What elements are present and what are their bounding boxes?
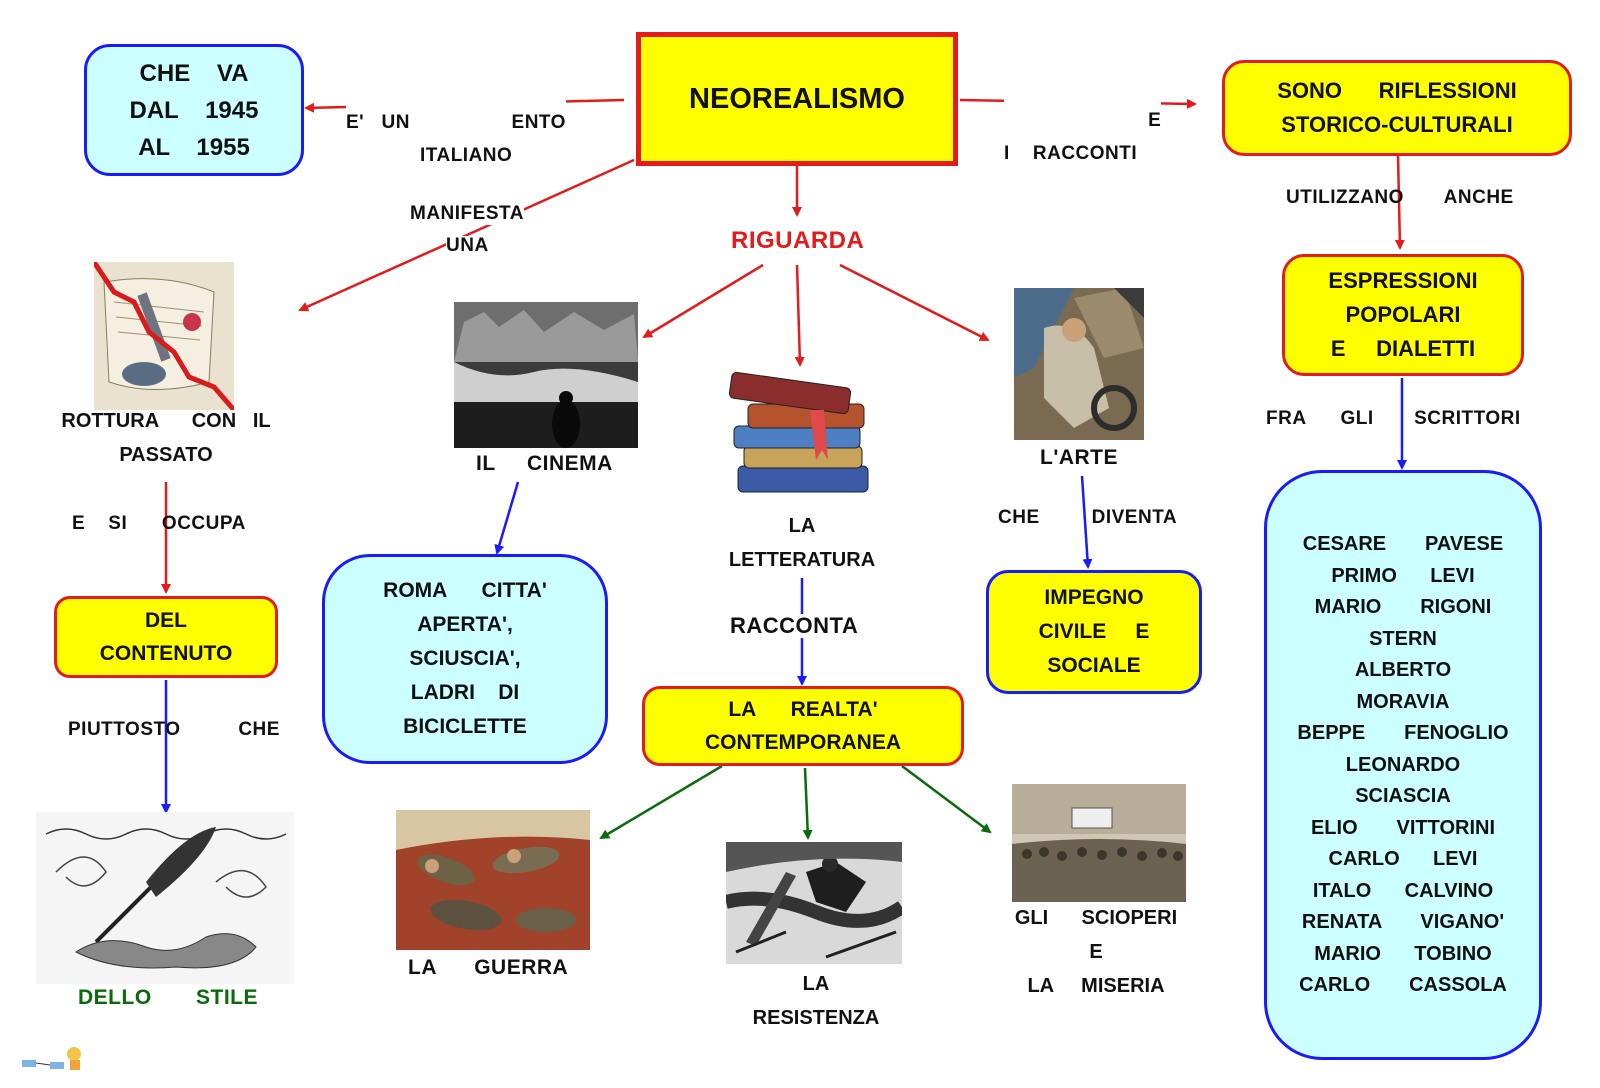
cinema-box: ROMA CITTA' APERTA', SCIUSCIA', LADRI DI… (322, 554, 608, 764)
writer-item: ALBERTO (1354, 659, 1452, 681)
logo-icon (20, 1044, 88, 1076)
arrow-utilizzano (1394, 154, 1405, 250)
contenuto-line1: DEL (145, 609, 187, 632)
link-fra-gli-scrittori: FRA GLI SCRITTORI (1266, 408, 1521, 429)
central-concept: NEOREALISMO (636, 32, 958, 166)
link-romanzi-line2: I RACCONTI (1004, 142, 1138, 164)
link-che-diventa: CHE DIVENTA (998, 507, 1178, 528)
link-utilizzano: UTILIZZANO ANCHE (1286, 187, 1514, 208)
arrow-cinema (642, 263, 764, 339)
writer-item: MORAVIA (1356, 690, 1450, 713)
cinema-box-line5: BICICLETTE (403, 715, 527, 738)
letteratura-label: LA LETTERATURA (716, 508, 888, 578)
writer-item: ELIO VITTORINI (1310, 816, 1496, 839)
riflessioni-box: SONO RIFLESSIONI STORICO-CULTURALI (1222, 60, 1572, 156)
realta-line1: LA REALTA' (728, 698, 878, 721)
arte-label: L'ARTE (1040, 446, 1118, 469)
link-manifesta-una: UNA (446, 235, 489, 257)
arrow-cinema-box (494, 481, 520, 555)
impegno-line3: SOCIALE (1047, 654, 1141, 677)
espressioni-box: ESPRESSIONI POPOLARI E DIALETTI (1282, 254, 1524, 376)
resistenza-line1: LA (802, 973, 830, 995)
espressioni-line3: E DIALETTI (1330, 336, 1476, 361)
impegno-line1: IMPEGNO (1044, 586, 1144, 609)
central-title: NEOREALISMO (689, 82, 905, 115)
riguarda-label: RIGUARDA (731, 227, 865, 254)
realta-line2: CONTEMPORANEA (704, 731, 901, 754)
writer-item: RENATA VIGANO' (1301, 911, 1505, 933)
writers-box: CESARE PAVESE PRIMO LEVI MARIO RIGONI ST… (1264, 470, 1542, 1060)
scioperi-label: GLI SCIOPERI E LA MISERIA (996, 900, 1196, 1004)
writer-item: STERN (1369, 627, 1437, 650)
arrow-impegno (1080, 475, 1093, 569)
art-painting-image (1014, 288, 1144, 440)
rottura-label: ROTTURA CON IL PASSATO (48, 404, 284, 472)
writer-item: PRIMO LEVI (1331, 564, 1475, 587)
cinema-label: IL CINEMA (476, 452, 613, 475)
arrow-manifesta (298, 158, 635, 312)
period-line3: AL 1955 (138, 133, 250, 161)
cinema-box-line1: ROMA CITTA' (383, 579, 547, 602)
impegno-line2: CIVILE E (1038, 620, 1150, 643)
link-e-si-occupa: E SI OCCUPA (72, 513, 246, 534)
arrow-scioperi (901, 765, 992, 834)
dello-stile-label: DELLO STILE (78, 986, 259, 1009)
link-romanzi-2: I RACCONTI (1004, 102, 1138, 186)
period-line2: DAL 1945 (129, 96, 259, 124)
espressioni-line1: ESPRESSIONI (1328, 268, 1478, 293)
writer-item: MARIO TOBINO (1314, 942, 1492, 965)
contenuto-line2: CONTENUTO (99, 642, 233, 665)
rottura-line1: ROTTURA CON IL (61, 410, 271, 432)
resistance-image (726, 842, 902, 964)
guerra-label: LA GUERRA (408, 956, 569, 979)
strike-photo-image (1012, 784, 1186, 902)
link-piuttosto-che: PIUTTOSTO CHE (68, 719, 280, 740)
impegno-box: IMPEGNO CIVILE E SOCIALE (986, 570, 1202, 694)
letteratura-line1: LA (788, 515, 816, 537)
writer-item: CARLO LEVI (1328, 848, 1478, 870)
writer-item: CARLO CASSOLA (1299, 974, 1507, 996)
espressioni-line2: POPOLARI (1345, 302, 1461, 327)
cinema-box-line4: LADRI DI (410, 681, 520, 704)
letteratura-line2: LETTERATURA (728, 549, 876, 571)
realta-box: LA REALTA' CONTEMPORANEA (642, 686, 964, 766)
scioperi-line1: GLI SCIOPERI (1014, 907, 1178, 929)
writer-item: SCIASCIA (1355, 785, 1451, 807)
arrow-resistenza (802, 767, 813, 840)
period-line1: CHE VA (139, 59, 249, 87)
film-scene-image (454, 302, 638, 448)
cinema-box-line2: APERTA', (417, 613, 513, 636)
link-racconta: RACCONTA (730, 613, 859, 639)
writer-item: LEONARDO (1345, 753, 1461, 776)
link-movimento-2: ITALIANO (420, 104, 513, 188)
resistenza-line2: RESISTENZA (752, 1007, 880, 1029)
link-movimento-line2: ITALIANO (420, 144, 513, 166)
arrow-arte (839, 263, 990, 342)
riflessioni-line2: STORICO-CULTURALI (1281, 112, 1513, 137)
war-painting-image (396, 810, 590, 950)
writer-item: MARIO RIGONI (1314, 596, 1492, 618)
scioperi-line3: LA MISERIA (1027, 975, 1165, 997)
tuning-fork-icon (94, 262, 234, 410)
books-image (724, 370, 880, 500)
arrow-guerra (599, 764, 723, 840)
contenuto-box: DEL CONTENUTO (54, 596, 278, 678)
arrow-letteratura (794, 264, 805, 367)
quill-pen-image (36, 812, 294, 984)
cinema-box-line3: SCIUSCIA', (409, 647, 521, 670)
writer-item: CESARE PAVESE (1302, 533, 1504, 555)
writer-item: ITALO CALVINO (1312, 879, 1494, 902)
scioperi-line2: E (1089, 941, 1103, 963)
riflessioni-line1: SONO RIFLESSIONI (1277, 78, 1517, 103)
period-box: CHE VA DAL 1945 AL 1955 (84, 44, 304, 176)
resistenza-label: LA RESISTENZA (736, 966, 896, 1036)
writer-item: BEPPE FENOGLIO (1297, 722, 1509, 744)
rottura-line2: PASSATO (119, 444, 213, 466)
link-manifesta: MANIFESTA (410, 203, 524, 225)
